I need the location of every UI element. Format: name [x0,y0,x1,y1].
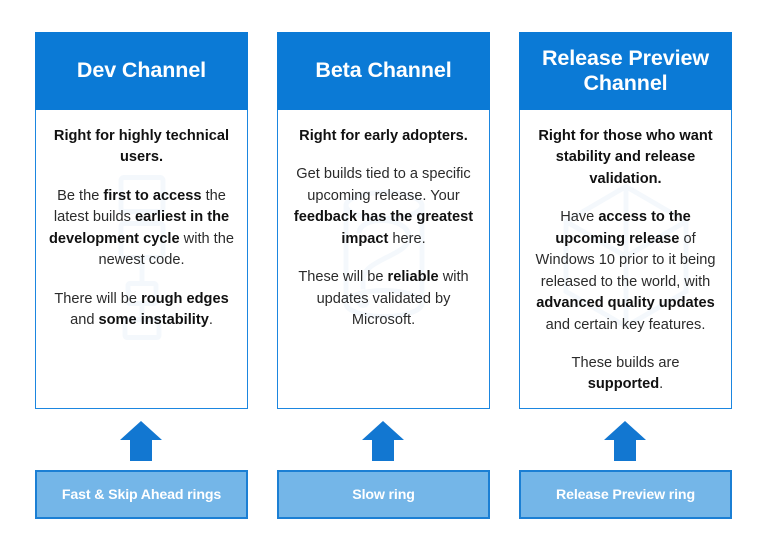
paragraph-lead: Right for early adopters. [299,128,468,144]
paragraph-lead: Right for those who want stability and r… [538,128,713,187]
ring-box-label: Fast & Skip Ahead rings [61,486,222,503]
channel-body-dev: Right for highly technical users. Be the… [35,110,248,409]
ring-box-fast-skip-ahead: Fast & Skip Ahead rings [35,470,248,519]
channel-column-dev: Dev Channel Right for highly t [35,32,248,409]
channel-header-release-preview: Release Preview Channel [519,32,732,110]
paragraph: Have access to the upcoming release of W… [535,209,716,333]
ring-box-label: Slow ring [352,486,415,503]
channel-header-title: Release Preview Channel [541,45,710,95]
ring-box-slow: Slow ring [277,470,490,519]
up-arrow-icon [119,420,163,462]
channel-column-release-preview: Release Preview Channel Right for those … [519,32,732,409]
channel-body-text-release-preview: Right for those who want stability and r… [533,126,718,396]
channel-header-title: Beta Channel [315,58,452,83]
channel-body-text-beta: Right for early adopters. Get builds tie… [291,126,476,332]
channel-body-text-dev: Right for highly technical users. Be the… [49,126,234,332]
up-arrow-icon [603,420,647,462]
channel-column-beta: Beta Channel Right for early adopters. [277,32,490,409]
channel-header-title: Dev Channel [76,58,207,83]
ring-box-label: Release Preview ring [556,486,695,503]
channel-header-dev: Dev Channel [35,32,248,110]
ring-box-release-preview: Release Preview ring [519,470,732,519]
paragraph: Be the first to access the latest builds… [49,187,234,269]
paragraph-lead: Right for highly technical users. [53,128,230,166]
up-arrow-icon [361,420,405,462]
channel-body-beta: Right for early adopters. Get builds tie… [277,110,490,409]
paragraph: There will be rough edges and some insta… [54,290,229,329]
paragraph: These will be reliable with updates vali… [298,269,469,329]
channel-header-beta: Beta Channel [277,32,490,110]
paragraph: These builds are supported. [571,354,680,393]
channel-body-release-preview: Right for those who want stability and r… [519,110,732,409]
paragraph: Get builds tied to a specific upcoming r… [293,166,474,247]
